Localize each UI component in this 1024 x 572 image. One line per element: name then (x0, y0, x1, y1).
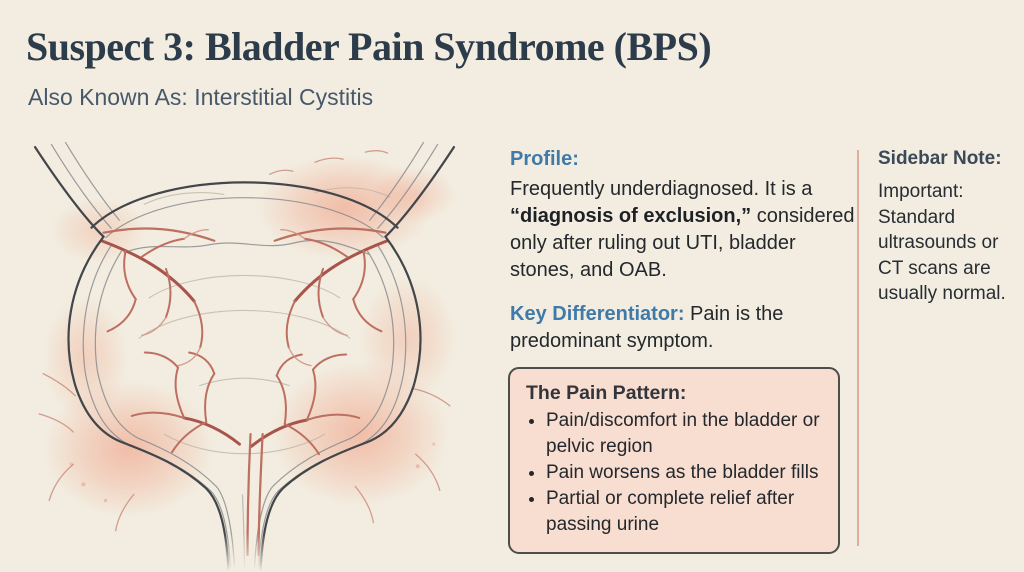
profile-section: Profile: Frequently underdiagnosed. It i… (510, 148, 858, 284)
pain-pattern-box: The Pain Pattern: Pain/discomfort in the… (508, 367, 840, 554)
bladder-anatomy-illustration (33, 141, 456, 572)
pain-pattern-item: Pain/discomfort in the bladder or pelvic… (546, 408, 830, 460)
key-differentiator-heading: Key Differentiator: (510, 303, 685, 325)
page-title: Suspect 3: Bladder Pain Syndrome (BPS) (26, 24, 712, 69)
pain-pattern-list: Pain/discomfort in the bladder or pelvic… (526, 408, 830, 538)
pain-pattern-heading: The Pain Pattern: (526, 382, 687, 404)
profile-body-before: Frequently underdiagnosed. It is a (510, 178, 813, 200)
sidebar-note-heading: Sidebar Note: (878, 148, 1002, 169)
sidebar-note: Sidebar Note: Important: Standard ultras… (878, 148, 1010, 307)
key-differentiator-body: Key Differentiator: Pain is the predomin… (510, 301, 858, 355)
pain-pattern-item: Partial or complete relief after passing… (546, 486, 830, 538)
profile-body: Frequently underdiagnosed. It is a “diag… (510, 176, 858, 284)
main-text-column: Profile: Frequently underdiagnosed. It i… (510, 148, 858, 355)
bladder-outline (33, 145, 456, 571)
sidebar-divider (857, 150, 859, 546)
key-differentiator-text: Pain is the predominant symptom. (510, 303, 784, 352)
pain-pattern-item: Pain worsens as the bladder fills (546, 460, 830, 486)
profile-heading: Profile: (510, 148, 579, 170)
profile-body-bold: “diagnosis of exclusion,” (510, 205, 752, 227)
interior-contours (138, 187, 391, 455)
profile-body-after: considered only after ruling out UTI, bl… (510, 205, 855, 281)
sidebar-note-body: Important: Standard ultrasounds or CT sc… (878, 181, 1006, 304)
key-differentiator-section: Key Differentiator: Pain is the predomin… (510, 301, 858, 355)
urethra-fade (199, 532, 292, 572)
page-subtitle: Also Known As: Interstitial Cystitis (28, 84, 374, 110)
